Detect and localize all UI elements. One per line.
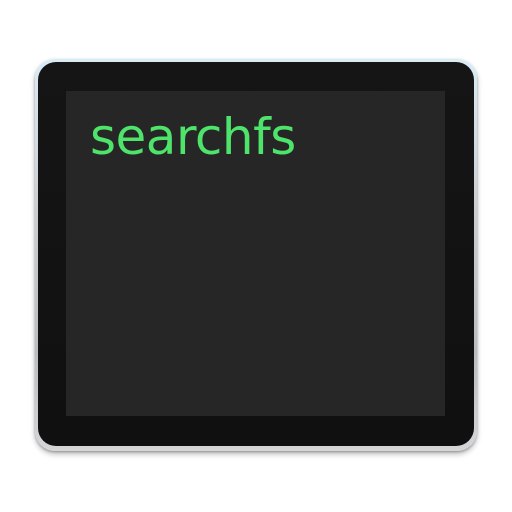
terminal-screen: searchfs <box>66 91 445 416</box>
terminal-text: searchfs <box>90 108 296 166</box>
